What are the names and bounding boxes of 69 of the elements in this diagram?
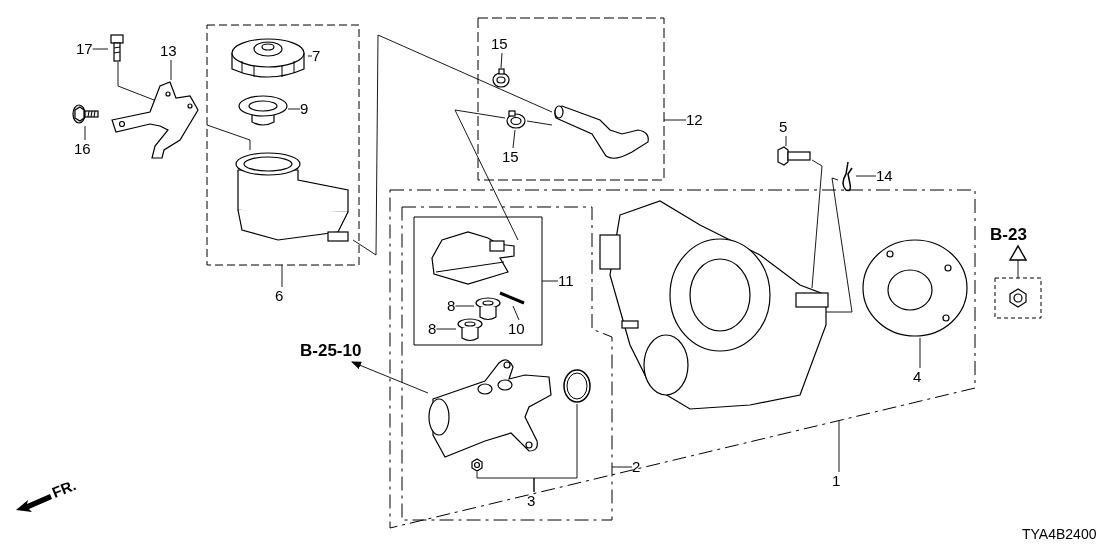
- reference-code: B-23: [990, 224, 1027, 246]
- reference-code: B-25-10: [300, 340, 362, 362]
- bolt-drawing: [108, 34, 126, 62]
- callout-number: 17: [76, 40, 93, 58]
- callout-number: 5: [779, 118, 788, 136]
- direction-label: FR.: [48, 475, 80, 503]
- pin-drawing: [498, 290, 526, 306]
- dashed-group-frame: [390, 190, 975, 530]
- dashed-group-frame: [478, 18, 664, 180]
- callout-number: 6: [275, 287, 284, 305]
- leader-line: [352, 34, 553, 256]
- leader-line: [92, 48, 109, 50]
- callout-number: 15: [491, 35, 508, 53]
- leader-line: [454, 305, 475, 307]
- bracket-drawing: [110, 80, 200, 160]
- leader-line: [170, 59, 172, 81]
- leader-line: [500, 52, 503, 69]
- o-ring-drawing: [562, 368, 592, 404]
- leader-line: [84, 125, 86, 141]
- leader-line: [454, 109, 519, 241]
- leader-line: [117, 61, 155, 101]
- leader-line: [855, 175, 877, 177]
- leader-line: [281, 264, 283, 288]
- dashed-group-frame: [402, 207, 612, 520]
- leader-line: [663, 119, 687, 121]
- hose-clamp-drawing: [505, 110, 527, 130]
- leader-line: [435, 328, 457, 330]
- callout-number: 11: [558, 272, 574, 290]
- leader-line: [611, 466, 633, 468]
- callout-number: 10: [508, 320, 525, 338]
- callout-number: 7: [312, 47, 321, 65]
- leader-line: [526, 120, 553, 126]
- plug-drawing: [474, 297, 502, 321]
- leader-line: [811, 159, 823, 289]
- callout-number: 4: [913, 368, 922, 386]
- leader-line: [533, 403, 578, 493]
- callout-number: 12: [686, 111, 703, 129]
- leader-line: [785, 135, 787, 147]
- seal-drawing: [238, 92, 288, 128]
- dashed-group-frame: [995, 278, 1041, 318]
- hose-clamp-drawing: [490, 68, 512, 90]
- bolt-drawing: [72, 104, 100, 126]
- dashed-group-frame: [414, 217, 542, 345]
- leader-line: [287, 108, 301, 110]
- gasket-drawing: [860, 238, 970, 338]
- leader-line: [919, 337, 921, 369]
- leader-line: [541, 280, 559, 282]
- callout-number: 3: [527, 492, 536, 510]
- leader-line: [307, 55, 313, 57]
- leader-line: [512, 305, 520, 321]
- dashed-group-frame: [207, 25, 359, 265]
- callout-number: 15: [502, 148, 519, 166]
- nut-drawing: [470, 458, 484, 472]
- callout-number: 9: [300, 100, 309, 118]
- callout-number: 2: [632, 458, 641, 476]
- bolt-drawing: [776, 146, 812, 168]
- reservoir-cover-drawing: [428, 228, 518, 286]
- plug-drawing: [456, 318, 484, 342]
- callout-number: 8: [447, 297, 456, 315]
- callout-number: 1: [832, 472, 841, 490]
- callout-number: 16: [74, 140, 91, 158]
- callout-number: 14: [876, 167, 893, 185]
- callout-number: 8: [428, 320, 437, 338]
- nut-drawing: [1007, 287, 1029, 309]
- callout-number: 13: [160, 42, 177, 60]
- leader-line: [206, 124, 251, 151]
- leader-line: [838, 420, 840, 473]
- leader-line: [512, 129, 516, 149]
- diagram-code: TYA4B2400: [1022, 525, 1097, 543]
